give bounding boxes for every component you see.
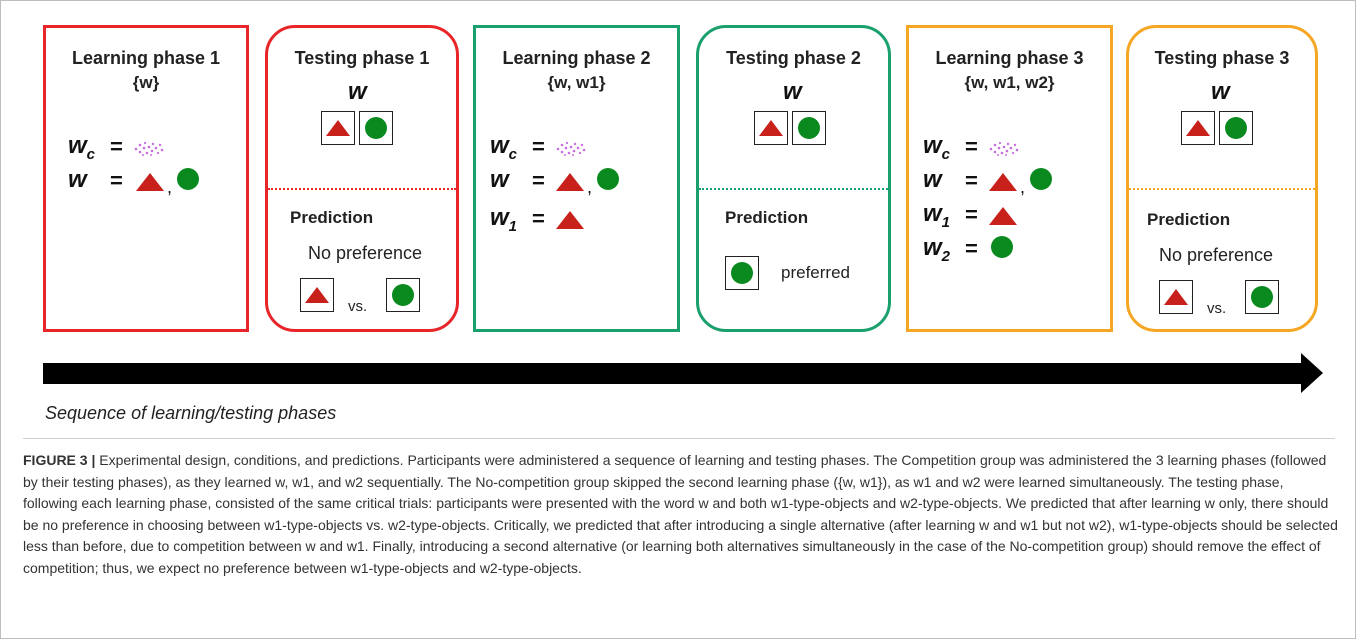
circle-choice-box [359, 111, 393, 145]
triangle-object-icon [556, 173, 584, 191]
circle-object-icon [1030, 168, 1052, 190]
panel-word-set: {w} [132, 73, 160, 92]
circle-object-icon [1225, 117, 1247, 139]
timeline-arrow-shaft [43, 363, 1305, 384]
sequence-label: Sequence of learning/testing phases [45, 403, 337, 423]
learning-phase-1-panel: Learning phase 1 {w} wc = w = , [43, 25, 249, 332]
circle-object-icon [392, 284, 414, 306]
word-w1-label: w1 [490, 204, 518, 235]
prediction-text: No preference [308, 243, 423, 263]
equals-sign: = [532, 206, 545, 231]
test-word-label: w [1211, 78, 1230, 105]
comma: , [587, 177, 593, 197]
timeline-arrow-head-icon [1301, 353, 1323, 393]
divider [268, 188, 456, 190]
circle-choice-box [1219, 111, 1253, 145]
noise-pattern-icon [556, 141, 586, 156]
panel-title: Learning phase 1 [71, 48, 221, 68]
versus-label: vs. [1207, 300, 1227, 317]
triangle-object-icon [989, 207, 1017, 225]
circle-object-icon [991, 236, 1013, 258]
panel-title: Learning phase 2 [502, 48, 651, 68]
prediction-text: No preference [1159, 245, 1274, 265]
figure-label: FIGURE 3 | [23, 452, 96, 468]
noise-pattern-icon [989, 141, 1019, 156]
prediction-text: preferred [781, 263, 850, 282]
panel-word-set: {w, w1} [547, 73, 606, 92]
word-w-label: w [68, 166, 87, 193]
triangle-object-icon [556, 211, 584, 229]
caption-separator [23, 438, 1335, 439]
comma: , [1020, 177, 1026, 197]
learning-phase-2-panel: Learning phase 2 {w, w1} wc = w = , w1 = [473, 25, 680, 332]
circle-object-icon [731, 262, 753, 284]
equals-sign: = [965, 236, 978, 261]
divider [1129, 188, 1315, 190]
word-wc-label: wc [923, 132, 951, 163]
testing-phase-1-panel: Testing phase 1 w Prediction No preferen… [265, 25, 459, 332]
test-word-label: w [783, 78, 802, 105]
circle-object-icon [177, 168, 199, 190]
triangle-object-icon [326, 120, 350, 136]
circle-object-icon [798, 117, 820, 139]
circle-choice-box [386, 278, 420, 312]
triangle-object-icon [136, 173, 164, 191]
triangle-choice-box [1181, 111, 1215, 145]
versus-label: vs. [348, 298, 368, 315]
circle-choice-box [792, 111, 826, 145]
equals-sign: = [110, 134, 123, 159]
panel-title: Testing phase 2 [726, 48, 861, 68]
testing-phase-2-panel: Testing phase 2 w Prediction preferred [696, 25, 891, 332]
word-w-label: w [490, 166, 509, 193]
circle-object-icon [597, 168, 619, 190]
triangle-object-icon [1186, 120, 1210, 136]
equals-sign: = [532, 134, 545, 159]
word-w1-label: w1 [923, 200, 951, 231]
circle-object-icon [365, 117, 387, 139]
triangle-choice-box [1159, 280, 1193, 314]
prediction-title: Prediction [290, 208, 374, 227]
equals-sign: = [110, 168, 123, 193]
equals-sign: = [965, 134, 978, 159]
circle-object-icon [1251, 286, 1273, 308]
triangle-object-icon [989, 173, 1017, 191]
triangle-choice-box [300, 278, 334, 312]
word-w-label: w [923, 166, 942, 193]
noise-pattern-icon [134, 141, 164, 156]
triangle-object-icon [305, 287, 329, 303]
equals-sign: = [532, 168, 545, 193]
triangle-choice-box [754, 111, 788, 145]
testing-phase-3-panel: Testing phase 3 w Prediction No preferen… [1126, 25, 1318, 332]
equals-sign: = [965, 202, 978, 227]
triangle-object-icon [1164, 289, 1188, 305]
prediction-title: Prediction [1147, 210, 1231, 229]
panel-word-set: {w, w1, w2} [964, 73, 1055, 92]
triangle-object-icon [759, 120, 783, 136]
circle-choice-box [725, 256, 759, 290]
figure-caption: FIGURE 3 | Experimental design, conditio… [23, 450, 1339, 579]
panel-title: Testing phase 3 [1154, 48, 1290, 68]
comma: , [167, 177, 173, 197]
equals-sign: = [965, 168, 978, 193]
learning-phase-3-panel: Learning phase 3 {w, w1, w2} wc = w = , … [906, 25, 1113, 332]
word-wc-label: wc [68, 132, 96, 163]
word-w2-label: w2 [923, 234, 951, 265]
panel-title: Learning phase 3 [935, 48, 1084, 68]
word-wc-label: wc [490, 132, 518, 163]
circle-choice-box [1245, 280, 1279, 314]
divider [699, 188, 888, 190]
test-word-label: w [348, 78, 367, 105]
panel-title: Testing phase 1 [294, 48, 430, 68]
triangle-choice-box [321, 111, 355, 145]
caption-text: Experimental design, conditions, and pre… [23, 452, 1338, 576]
prediction-title: Prediction [725, 208, 809, 227]
